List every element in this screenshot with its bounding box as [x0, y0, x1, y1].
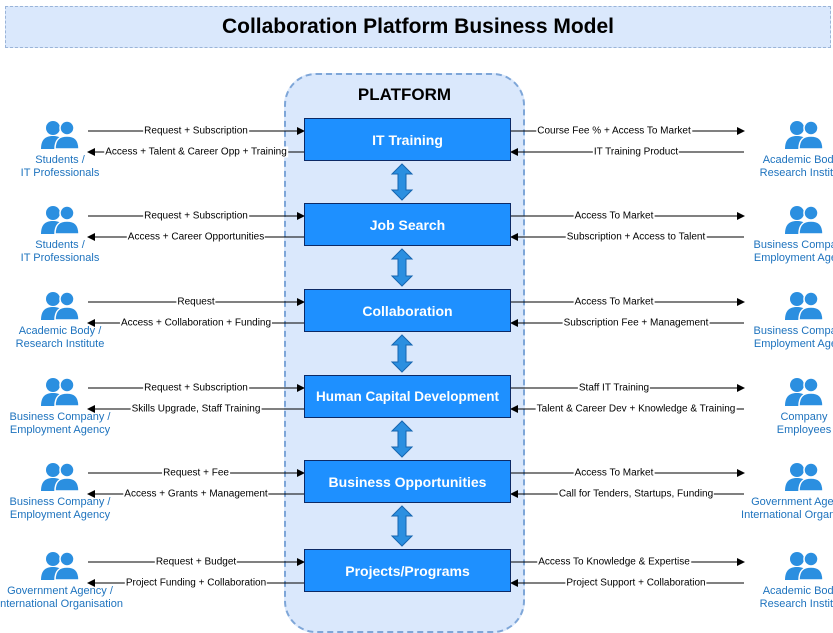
left-actor-line2: IT Professionals [20, 167, 100, 179]
left-actor-line2: IT Professionals [20, 252, 100, 264]
users-icon [41, 462, 80, 492]
left-request-label: Request + Budget [154, 556, 238, 568]
left-request-label: Request + Subscription [143, 210, 249, 222]
right-actor-line2: Research Institute [759, 598, 833, 610]
left-response-label: Access + Career Opportunities [126, 231, 266, 243]
process-box: Projects/Programs [304, 549, 511, 592]
platform-label: PLATFORM [357, 85, 452, 104]
right-outgoing-label: Access To Market [573, 296, 655, 308]
left-request-label: Request + Subscription [143, 382, 249, 394]
double-arrow-icon [390, 505, 414, 547]
right-actor-line1: Business Company / [753, 239, 833, 251]
right-actor-label: Academic Body /Research Institute [760, 585, 833, 611]
users-icon [41, 120, 80, 150]
left-actor-label: Government Agency /International Organis… [0, 585, 123, 611]
right-incoming-label: Subscription Fee + Management [562, 317, 710, 329]
right-actor-line2: Employees [776, 424, 832, 436]
users-icon [785, 462, 824, 492]
left-actor-label: Business Company /Employment Agency [10, 496, 111, 522]
right-actor-line2: Employment Agency [753, 338, 833, 350]
left-actor-label: Students /IT Professionals [21, 154, 100, 180]
right-incoming-label: Project Support + Collaboration [565, 577, 707, 589]
users-icon [785, 377, 824, 407]
right-outgoing-label: Access To Market [573, 467, 655, 479]
left-actor-label: Students /IT Professionals [21, 239, 100, 265]
right-incoming-label: Subscription + Access to Talent [565, 231, 707, 243]
left-response-label: Access + Collaboration + Funding [119, 317, 273, 329]
double-arrow-icon [390, 334, 414, 373]
double-arrow-icon [390, 163, 414, 201]
users-icon [41, 377, 80, 407]
right-outgoing-label: Course Fee % + Access To Market [536, 125, 692, 137]
right-actor-line1: Academic Body / [762, 154, 833, 166]
users-icon [785, 291, 824, 321]
process-box: Job Search [304, 203, 511, 246]
diagram-title: Collaboration Platform Business Model [221, 15, 615, 38]
left-actor-line2: Employment Agency [9, 424, 111, 436]
users-icon [785, 120, 824, 150]
left-response-label: Access + Grants + Management [123, 488, 269, 500]
left-actor-line1: Students / [35, 154, 85, 166]
right-outgoing-label: Access To Knowledge & Expertise [537, 556, 691, 568]
users-icon [41, 205, 80, 235]
left-request-label: Request + Subscription [143, 125, 249, 137]
right-actor-label: Government Agency /International Organis… [741, 496, 833, 522]
right-actor-line2: Employment Agency [753, 252, 833, 264]
double-arrow-icon [390, 248, 414, 287]
right-actor-line1: Business Company / [753, 325, 833, 337]
right-actor-label: Academic Body /Research Institute [760, 154, 833, 180]
right-actor-line1: Academic Body / [762, 585, 833, 597]
right-actor-label: Business Company /Employment Agency [754, 239, 833, 265]
right-outgoing-label: Staff IT Training [577, 382, 651, 394]
right-incoming-label: Talent & Career Dev + Knowledge & Traini… [535, 403, 737, 415]
right-actor-line1: Government Agency / [751, 496, 833, 508]
left-actor-line1: Government Agency / [7, 585, 113, 597]
left-response-label: Project Funding + Collaboration [124, 577, 268, 589]
left-actor-line2: Employment Agency [9, 509, 111, 521]
left-actor-line1: Students / [35, 239, 85, 251]
right-incoming-label: Call for Tenders, Startups, Funding [557, 488, 715, 500]
right-actor-line2: International Organisation [741, 509, 833, 521]
left-request-label: Request + Fee [162, 467, 230, 479]
users-icon [785, 551, 824, 581]
left-actor-line1: Academic Body / [18, 325, 102, 337]
left-actor-line1: Business Company / [9, 496, 111, 508]
title-bar: Collaboration Platform Business Model [5, 6, 831, 48]
process-box: Human Capital Development [304, 375, 511, 418]
process-box: Business Opportunities [304, 460, 511, 503]
right-actor-line1: Company [780, 411, 828, 423]
right-actor-line2: Research Institute [759, 167, 833, 179]
left-actor-label: Business Company /Employment Agency [10, 411, 111, 437]
users-icon [785, 205, 824, 235]
right-actor-label: Business Company /Employment Agency [754, 325, 833, 351]
users-icon [41, 291, 80, 321]
left-request-label: Request [176, 296, 216, 308]
left-response-label: Skills Upgrade, Staff Training [130, 403, 262, 415]
left-actor-line2: Research Institute [15, 338, 105, 350]
double-arrow-icon [390, 420, 414, 458]
process-box: Collaboration [304, 289, 511, 332]
right-outgoing-label: Access To Market [573, 210, 655, 222]
left-response-label: Access + Talent & Career Opp + Training [104, 146, 288, 158]
process-box: IT Training [304, 118, 511, 161]
users-icon [41, 551, 80, 581]
left-actor-label: Academic Body /Research Institute [16, 325, 105, 351]
left-actor-line2: International Organisation [0, 598, 123, 610]
left-actor-line1: Business Company / [9, 411, 111, 423]
right-incoming-label: IT Training Product [592, 146, 680, 158]
